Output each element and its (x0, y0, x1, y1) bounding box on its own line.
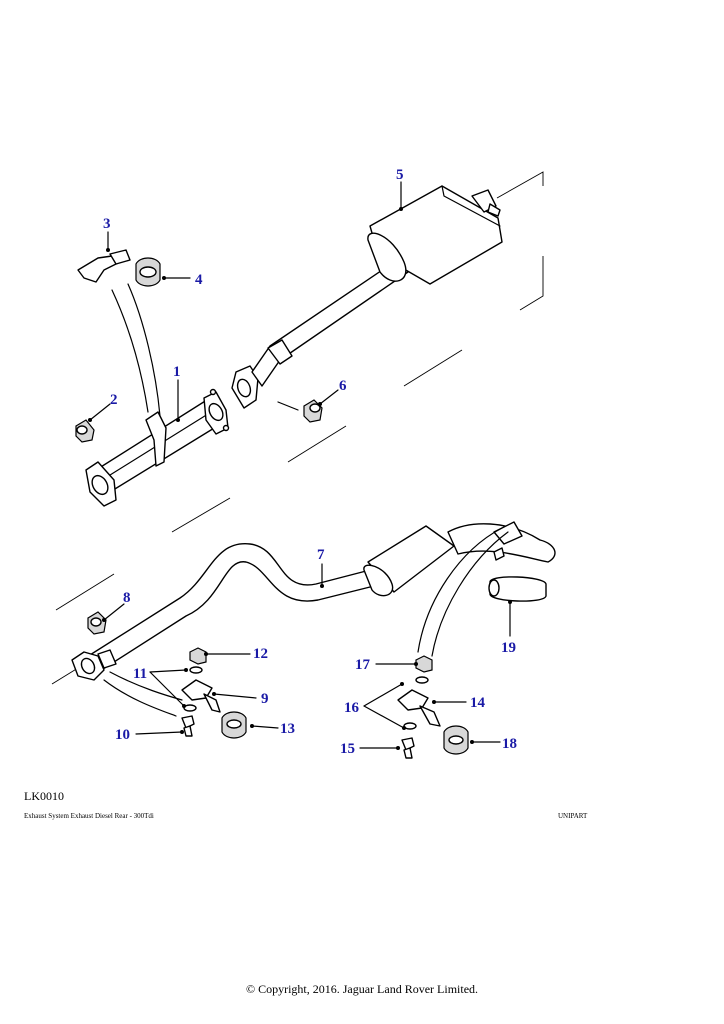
callout-16: 16 (344, 700, 360, 716)
right-hanger-set (397, 655, 469, 759)
upper-assembly (75, 171, 544, 533)
callout-11: 11 (133, 666, 147, 682)
callout-10: 10 (115, 727, 130, 743)
callout-9: 9 (261, 691, 269, 707)
callout-4: 4 (195, 272, 203, 288)
mounting-rubber-part-4 (135, 257, 161, 287)
bush-part-6 (277, 399, 323, 423)
bracket-part-3 (77, 249, 161, 417)
callout-3: 3 (103, 216, 111, 232)
callout-1: 1 (173, 364, 181, 380)
callout-8: 8 (123, 590, 131, 606)
rear-silencer (367, 185, 503, 285)
callout-numbers: 1 2 3 4 5 6 7 8 9 10 11 12 13 14 15 16 1… (103, 167, 517, 757)
front-pipe (85, 388, 230, 507)
callout-17: 17 (355, 657, 371, 673)
callout-12: 12 (253, 646, 268, 662)
lower-assembly (51, 521, 556, 759)
callout-5: 5 (396, 167, 404, 183)
leader-lines (88, 181, 512, 750)
bush-part-2 (75, 419, 95, 443)
diagram-caption: Exhaust System Exhaust Diesel Rear - 300… (24, 812, 154, 820)
tail-pipe-silencer (71, 521, 556, 717)
callout-14: 14 (470, 695, 486, 711)
callout-2: 2 (110, 392, 118, 408)
callout-15: 15 (340, 741, 355, 757)
copyright-notice: © Copyright, 2016. Jaguar Land Rover Lim… (245, 982, 479, 996)
callout-13: 13 (280, 721, 295, 737)
left-hanger-set (181, 647, 247, 739)
callout-6: 6 (339, 378, 347, 394)
bush-part-8 (87, 611, 107, 635)
pipe-part-19 (488, 576, 547, 602)
callout-7: 7 (317, 547, 325, 563)
brand-label: UNIPART (558, 812, 588, 820)
callout-18: 18 (502, 736, 517, 752)
callout-19: 19 (501, 640, 516, 656)
diagram-code: LK0010 (24, 789, 64, 803)
intermediate-pipe (231, 257, 409, 409)
